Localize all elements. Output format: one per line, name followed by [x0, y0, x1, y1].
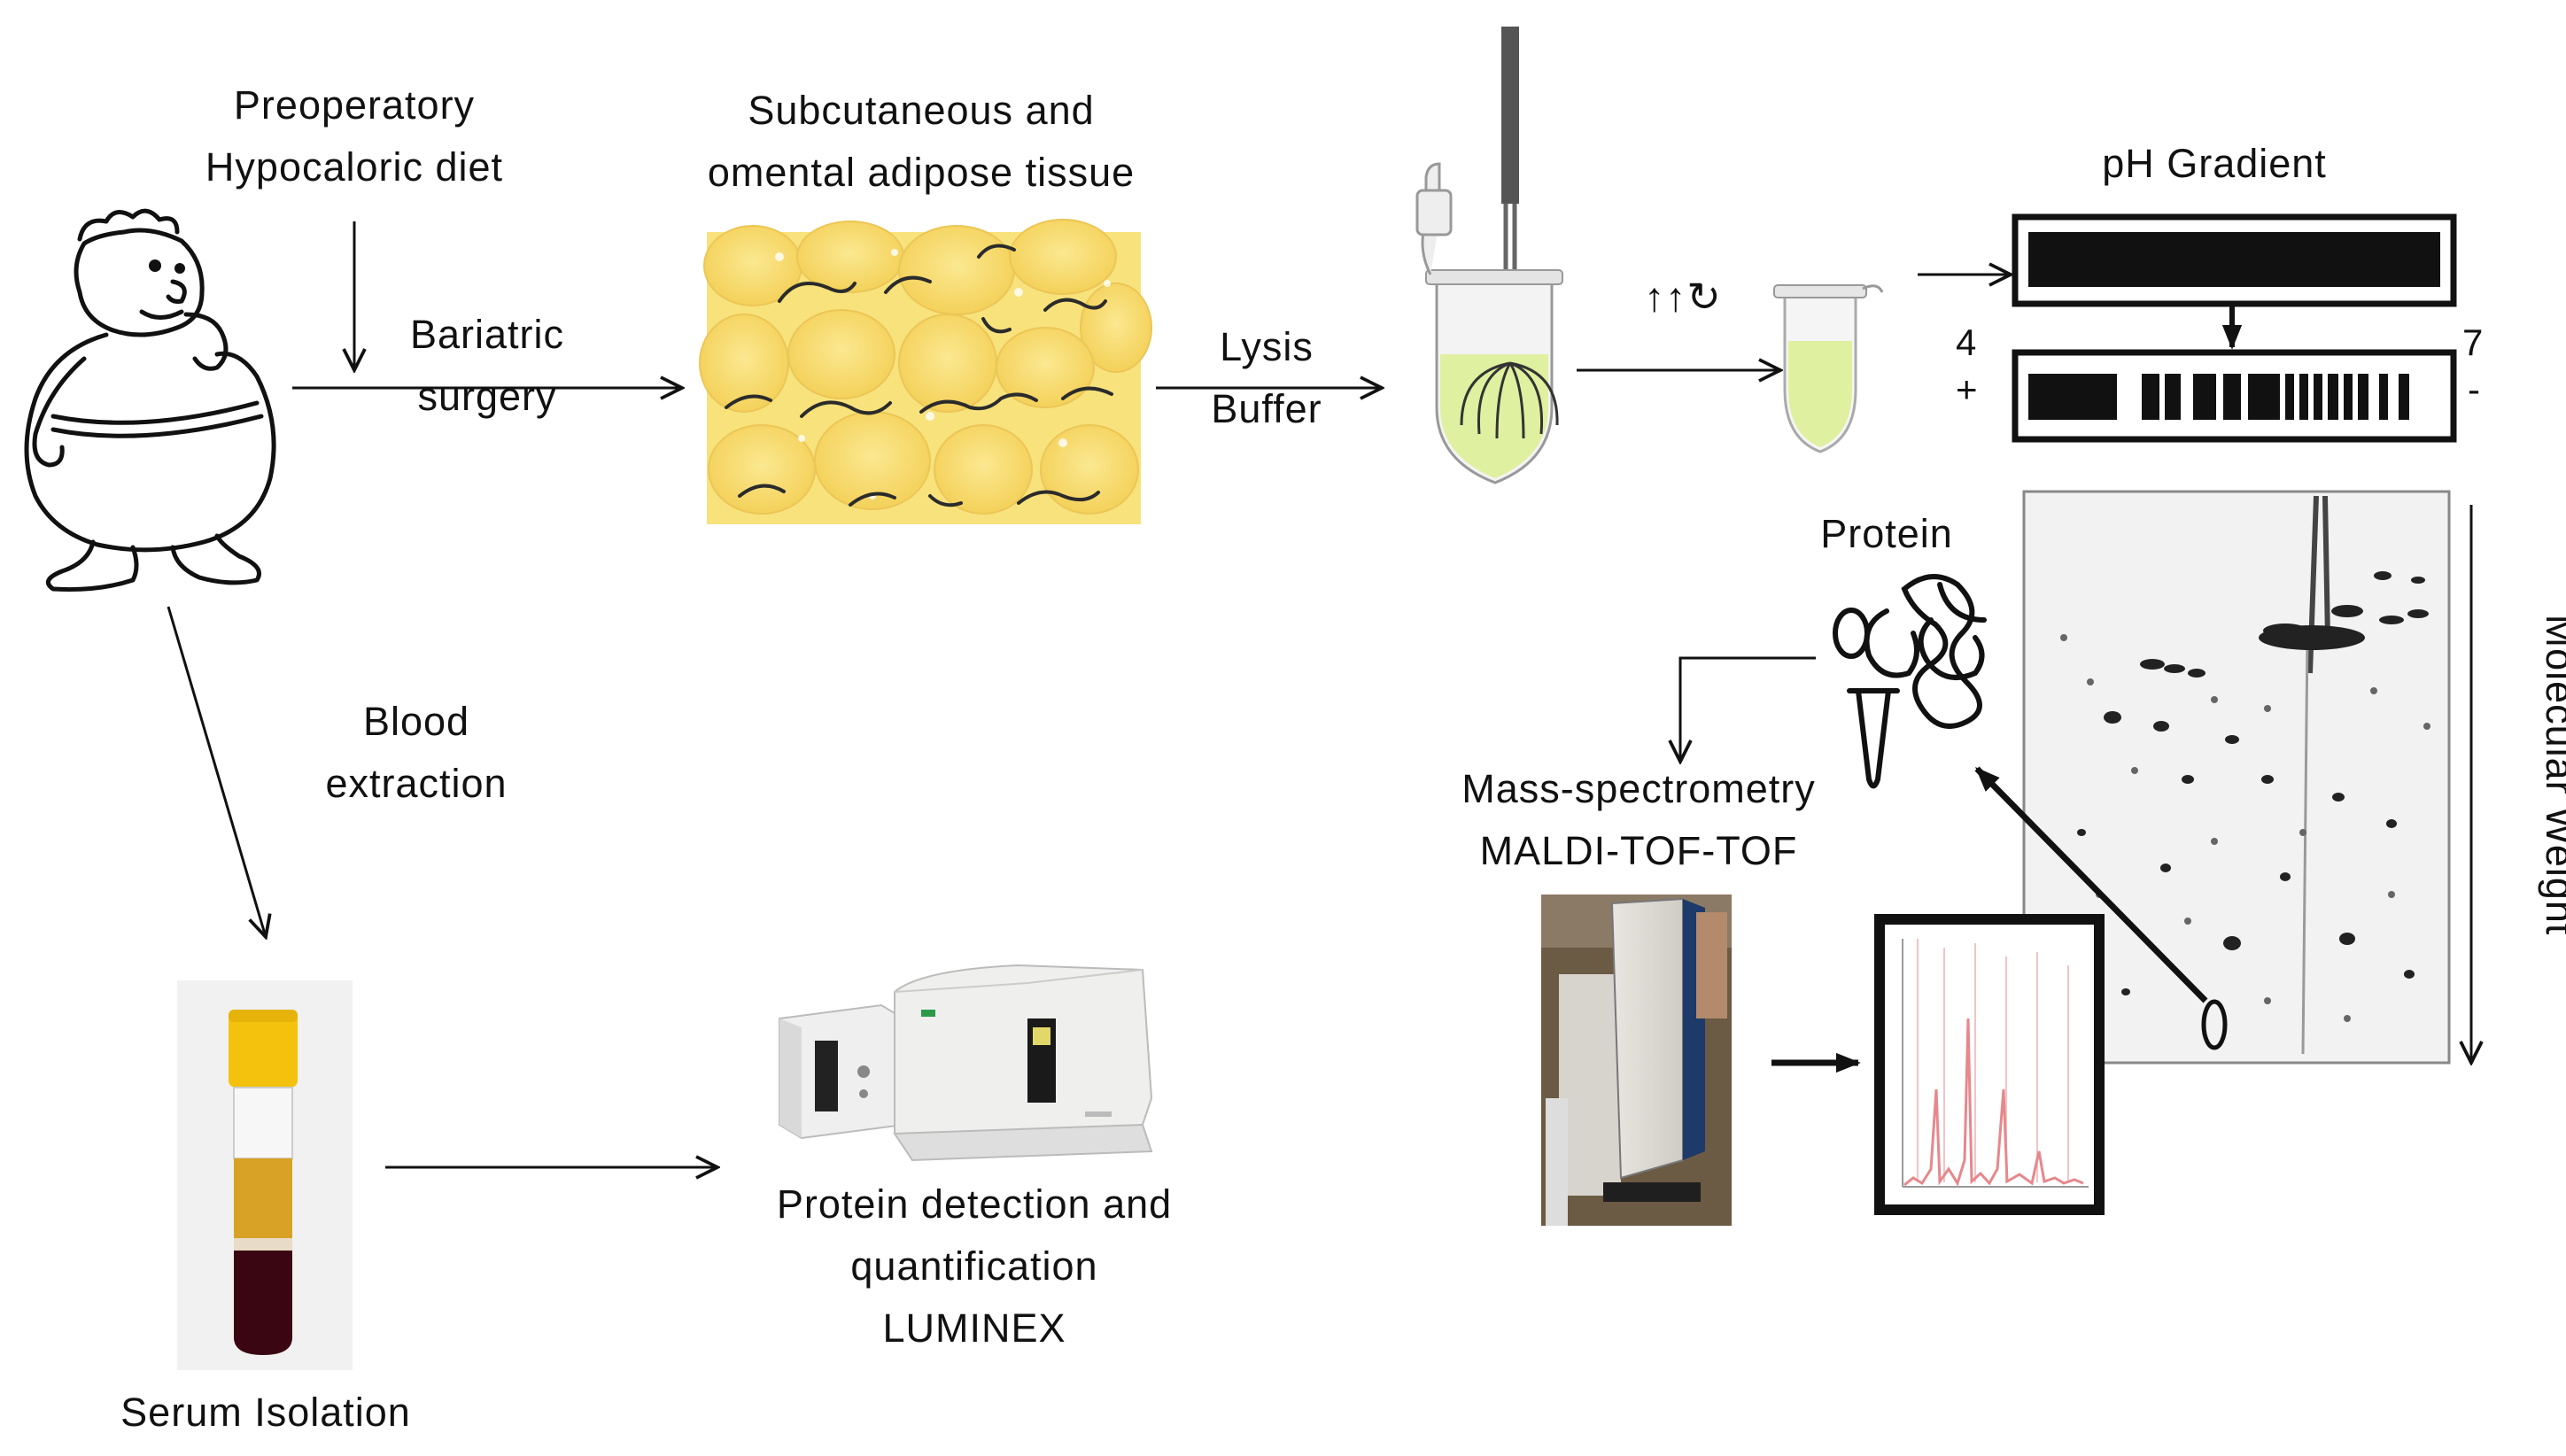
excision-arrow — [1974, 766, 2208, 1003]
tissue-line-1: Subcutaneous and — [748, 88, 1095, 133]
blood-line-1: Blood — [362, 699, 470, 744]
adipose-tissue-image — [699, 219, 1152, 524]
mass-spec-line-1: Mass-spectrometry — [1461, 766, 1816, 811]
flow-arrows — [167, 221, 2471, 1167]
blood-arrow — [167, 606, 266, 937]
surgery-line-2: surgery — [417, 374, 557, 419]
centrifuge-tube-icon — [1773, 284, 1884, 453]
protein-label: Protein — [1820, 511, 1953, 556]
ief-strips — [2012, 213, 2457, 443]
luminex-line-3: LUMINEX — [882, 1305, 1066, 1351]
molecular-weight-label: Molecular Weight — [2538, 614, 2566, 936]
diet-label: Preoperatory Hypocaloric diet — [177, 74, 531, 198]
luminex-line-1: Protein detection and — [776, 1181, 1173, 1227]
diet-line-2: Hypocaloric diet — [205, 144, 504, 190]
diet-line-1: Preoperatory — [233, 82, 476, 128]
patient-icon — [24, 208, 276, 592]
blood-line-2: extraction — [325, 761, 508, 806]
ms-arrow — [1680, 656, 1816, 762]
mass-spectrometer-photo — [1541, 895, 1732, 1226]
tissue-line-2: omental adipose tissue — [707, 150, 1136, 195]
protein-icon — [1833, 574, 1987, 789]
ph-high-label: 7 — [2462, 321, 2484, 363]
ph-low-label: 4 — [1956, 321, 1977, 363]
blood-tube-photo — [177, 980, 353, 1370]
blood-label: Blood extraction — [292, 691, 540, 815]
luminex-line-2: quantification — [850, 1243, 1098, 1289]
luminex-label: Protein detection and quantification LUM… — [726, 1173, 1222, 1359]
lysis-line-1: Lysis — [1220, 324, 1314, 369]
mass-spec-line-2: MALDI-TOF-TOF — [1479, 828, 1798, 873]
plus-label: + — [1956, 368, 1978, 410]
homogenizer-icon — [1415, 27, 1563, 484]
spin-symbol: ↑↑↻ — [1644, 274, 1722, 320]
surgery-label: Bariatric surgery — [381, 304, 593, 428]
serum-label: Serum Isolation — [120, 1390, 411, 1435]
tissue-label: Subcutaneous and omental adipose tissue — [673, 80, 1169, 204]
minus-label: - — [2468, 368, 2480, 410]
ph-gradient-label: pH Gradient — [2102, 141, 2327, 186]
lysis-line-2: Buffer — [1211, 386, 1322, 431]
lysis-label: Lysis Buffer — [1187, 316, 1346, 440]
surgery-line-1: Bariatric — [409, 312, 565, 357]
mass-spec-label: Mass-spectrometry MALDI-TOF-TOF — [1417, 758, 1860, 882]
ms-spectrum-chart — [1874, 914, 2105, 1215]
luminex-instrument-photo — [779, 964, 1153, 1162]
